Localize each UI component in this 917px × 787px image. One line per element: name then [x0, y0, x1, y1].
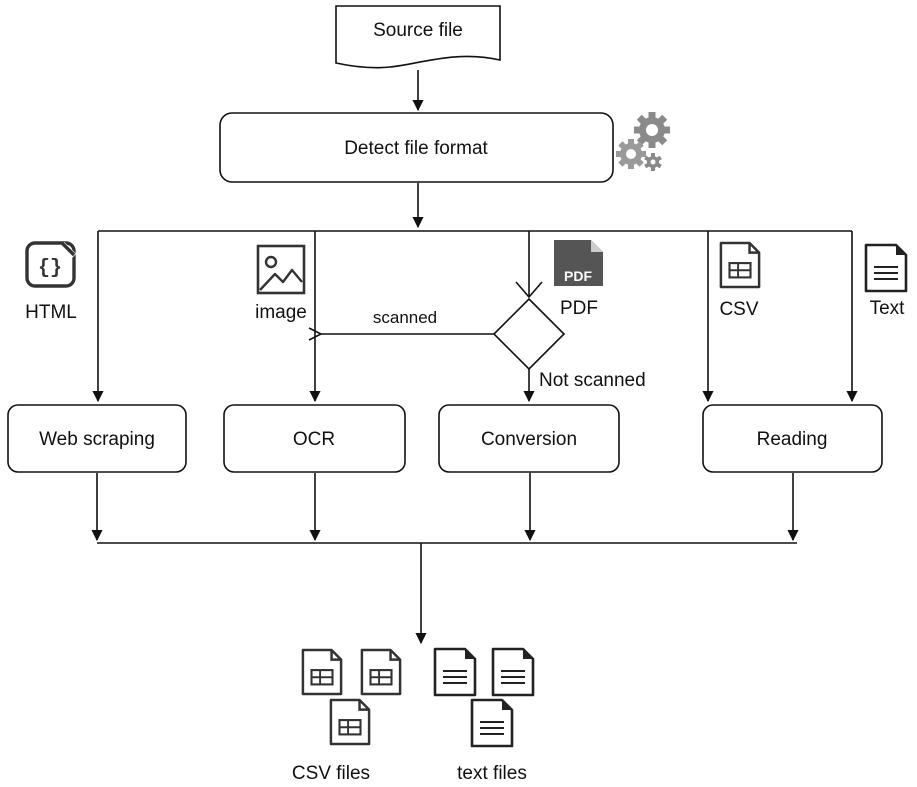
text-file-icon	[433, 647, 477, 697]
gears-icon	[616, 112, 670, 171]
edge-pdf-arrowhead	[515, 281, 543, 299]
detect-format-label: Detect file format	[344, 138, 488, 159]
source-file-node	[335, 5, 501, 69]
pdf-scanned-decision	[492, 297, 566, 371]
edge-label-not-scanned: Not scanned	[539, 370, 646, 391]
text-file-icon	[491, 647, 535, 697]
pdf-icon-badge: PDF	[564, 268, 592, 284]
source-file-label: Source file	[373, 20, 463, 41]
conversion-node	[438, 404, 620, 473]
output-label-text-files: text files	[457, 763, 527, 784]
reading-node	[702, 404, 883, 473]
conversion-label: Conversion	[481, 429, 577, 450]
web-scraping-label: Web scraping	[39, 429, 155, 450]
image-file-icon	[256, 244, 306, 295]
detect-format-node	[219, 112, 614, 183]
ocr-label: OCR	[293, 429, 335, 450]
web-scraping-node	[7, 404, 187, 473]
spreadsheet-file-icon	[329, 698, 371, 746]
ocr-node	[223, 404, 406, 473]
format-label-csv: CSV	[719, 299, 758, 320]
format-label-text: Text	[870, 298, 906, 319]
svg-text:{}: {}	[38, 257, 62, 280]
spreadsheet-file-icon	[301, 648, 343, 696]
edge-label-scanned: scanned	[373, 308, 437, 327]
spreadsheet-file-icon	[719, 241, 761, 289]
format-label-html: HTML	[25, 302, 77, 323]
text-file-icon	[470, 698, 514, 748]
format-label-image: image	[255, 302, 307, 323]
output-label-csv-files: CSV files	[292, 763, 370, 784]
reading-label: Reading	[757, 429, 828, 450]
format-label-pdf: PDF	[560, 298, 598, 319]
pdf-file-icon: PDF	[554, 240, 603, 286]
code-file-icon: {}	[25, 241, 77, 288]
spreadsheet-file-icon	[360, 648, 402, 696]
text-file-icon	[864, 243, 908, 293]
